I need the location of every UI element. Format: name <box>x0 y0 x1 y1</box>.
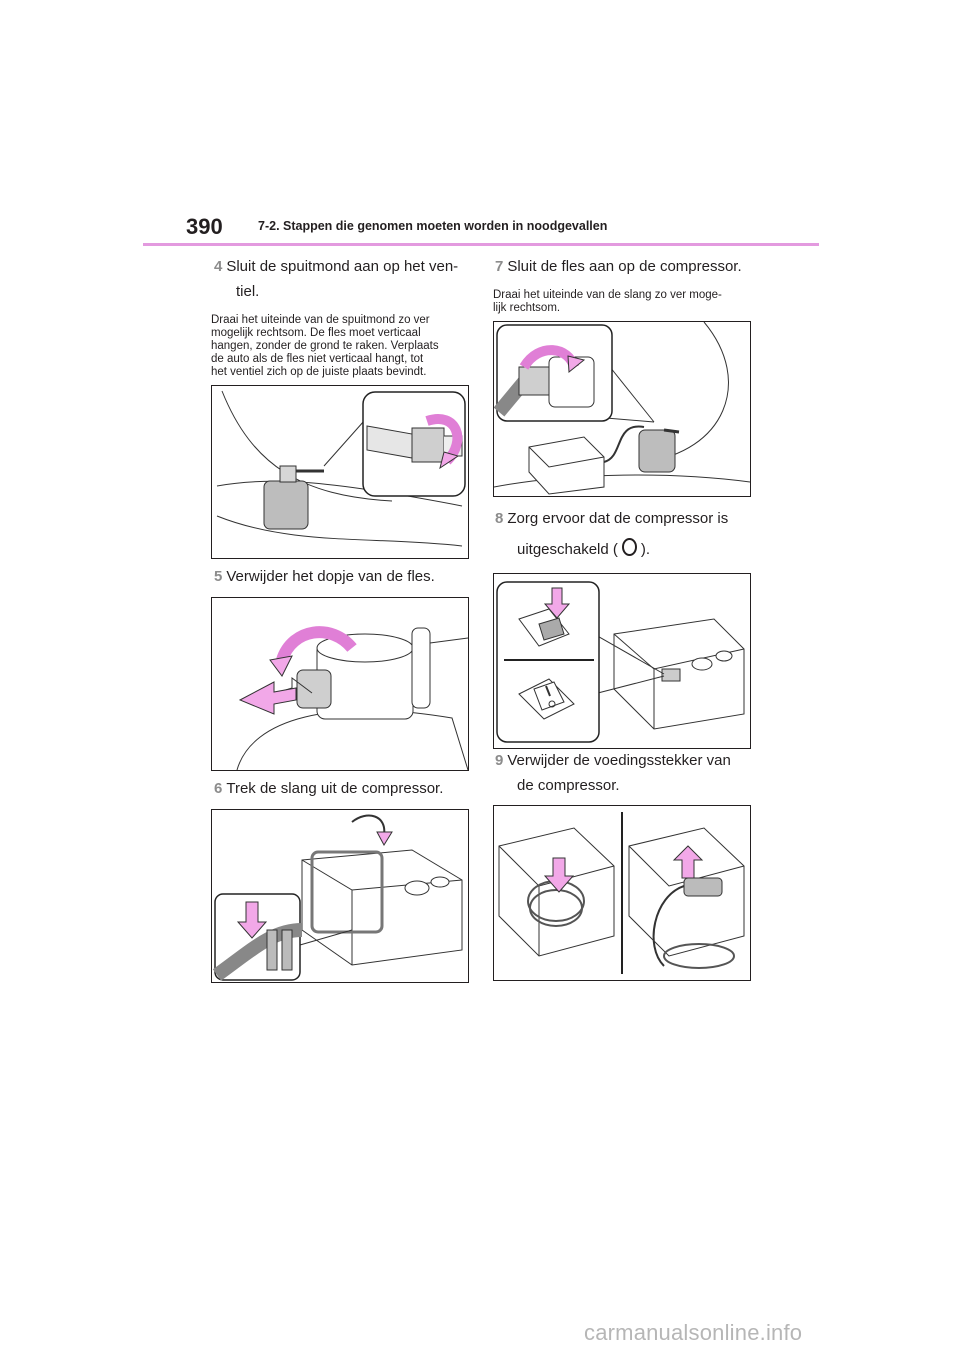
power-off-circle-icon <box>621 538 637 556</box>
step-8-cont: uitgeschakeld (). <box>517 537 650 562</box>
figure-remove-plug <box>493 805 751 981</box>
step-7-description: Draai het uiteinde van de slang zo ver m… <box>493 289 722 315</box>
step-number: 6 <box>214 780 223 797</box>
desc-line: het ventiel zich op de juiste plaats bev… <box>211 366 427 378</box>
step-text: Trek de slang uit de compressor. <box>226 780 444 797</box>
step-text: Zorg ervoor dat de compressor is <box>507 510 729 527</box>
figure-connect-bottle <box>493 321 751 497</box>
figure-remove-cap <box>211 597 469 771</box>
step-text-cont: tiel. <box>236 283 260 300</box>
figure-switch-off <box>493 573 751 749</box>
desc-line: mogelijk rechtsom. De fles moet verticaa… <box>211 327 421 339</box>
figure-pull-hose <box>211 809 469 983</box>
step-number: 8 <box>495 510 504 527</box>
desc-line: Draai het uiteinde van de slang zo ver m… <box>493 289 722 301</box>
step-number: 5 <box>214 568 223 585</box>
step-text: Sluit de fles aan op de compressor. <box>507 258 742 275</box>
section-title: 7-2. Stappen die genomen moeten worden i… <box>258 219 608 233</box>
figure-connect-nozzle <box>211 385 469 559</box>
desc-line: hangen, zonder de grond te raken. Verpla… <box>211 340 439 352</box>
desc-line: Draai het uiteinde van de spuitmond zo v… <box>211 314 430 326</box>
header-rule <box>143 243 819 246</box>
step-number: 9 <box>495 752 504 769</box>
step-number: 4 <box>214 258 223 275</box>
step-number: 7 <box>495 258 504 275</box>
step-4-description: Draai het uiteinde van de spuitmond zo v… <box>211 314 439 379</box>
step-text: Sluit de spuitmond aan op het ven- <box>226 258 459 275</box>
step-text: Verwijder de voedingsstekker van <box>507 752 731 769</box>
page-number: 390 <box>186 214 223 239</box>
step-text: ). <box>640 541 651 558</box>
step-text: uitgeschakeld ( <box>517 541 618 558</box>
watermark: carmanualsonline.info <box>584 1320 803 1345</box>
step-text-cont: de compressor. <box>517 777 620 794</box>
step-text: Verwijder het dopje van de fles. <box>226 568 435 585</box>
desc-line: de auto als de fles niet verticaal hangt… <box>211 353 424 365</box>
desc-line: lijk rechtsom. <box>493 302 561 314</box>
